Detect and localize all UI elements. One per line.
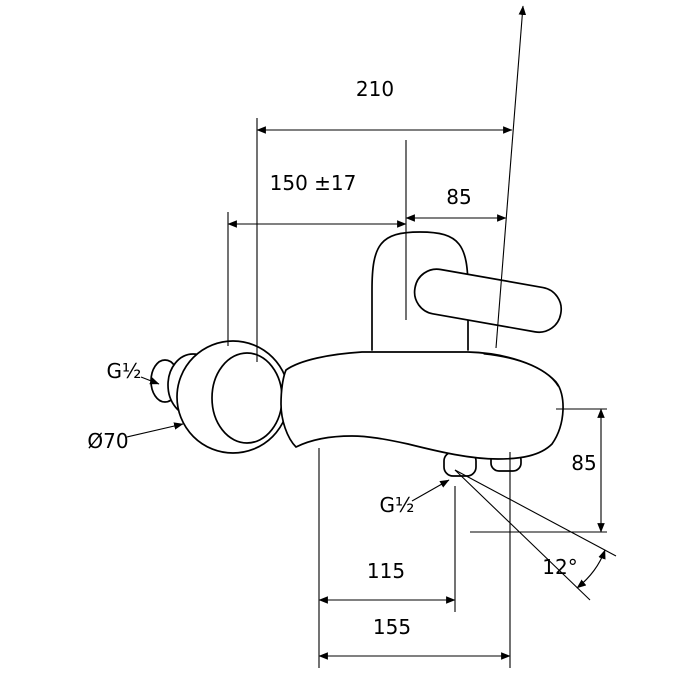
- label-flange-diameter: Ø70: [87, 429, 128, 453]
- dimension-handle-span-85: 85: [405, 185, 507, 222]
- spout-lip-line: [483, 353, 559, 387]
- extension-line-handle-tip-diagonal: [495, 5, 527, 349]
- dimension-hose-offset-115: 115: [318, 448, 456, 668]
- leader-line-bottom-thread: [411, 479, 450, 502]
- dimension-label-150: 150 ±17: [270, 171, 357, 195]
- dimension-height-85-right: 85: [470, 408, 607, 533]
- dimension-label-155: 155: [373, 615, 411, 639]
- dimension-label-85-right: 85: [571, 451, 596, 475]
- leader-flange-diameter: Ø70: [87, 422, 184, 453]
- dimension-wall-to-center-150: 150 ±17: [227, 140, 407, 346]
- dimension-spout-offset-155: 155: [318, 452, 511, 668]
- dimension-projection-210: 210: [256, 5, 527, 362]
- angle-arc: [576, 549, 606, 589]
- flange-cone: [211, 352, 283, 444]
- leader-bottom-thread: G½: [380, 479, 450, 517]
- label-wall-thread: G½: [107, 359, 142, 383]
- angle-reference-line: [454, 469, 617, 557]
- faucet-outline: [150, 231, 564, 477]
- leader-wall-thread: G½: [107, 359, 160, 385]
- label-bottom-thread: G½: [380, 493, 415, 517]
- dimension-label-115: 115: [367, 559, 405, 583]
- angle-tilted-line: [454, 469, 591, 601]
- dimension-tilt-angle-12: 12°: [454, 469, 617, 601]
- leader-line-flange-diameter: [126, 422, 184, 438]
- dimensions-layer: 210 150 ±17 85 85 115: [87, 5, 617, 668]
- leader-line-wall-thread: [140, 376, 160, 385]
- dimension-label-12deg: 12°: [542, 555, 577, 579]
- mixer-body: [280, 351, 564, 460]
- lever-handle: [413, 268, 563, 334]
- dimension-label-85-top: 85: [446, 185, 471, 209]
- dimension-label-210: 210: [356, 77, 394, 101]
